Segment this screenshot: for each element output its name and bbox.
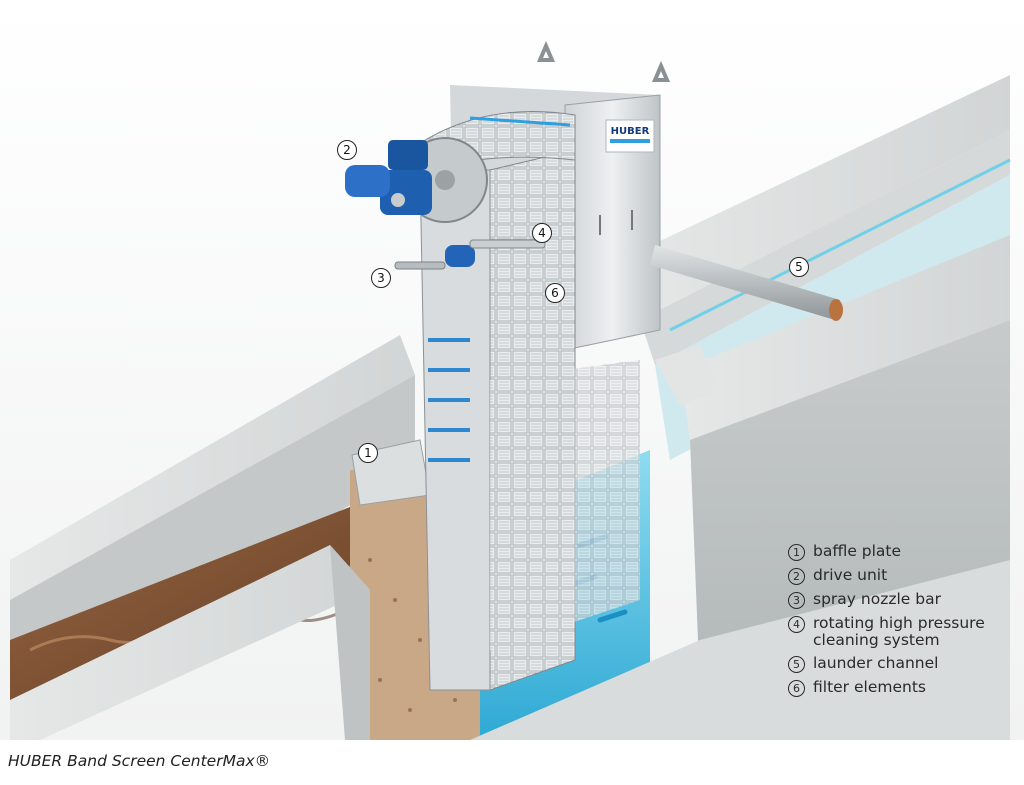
legend-number: 3 [788,592,805,609]
legend-item: 1 baffle plate [788,543,985,561]
band-screen-illustration: HUBER [0,0,1024,740]
legend-number: 6 [788,680,805,697]
marker-spray-nozzle-bar: 3 [371,268,391,288]
legend-number: 5 [788,656,805,673]
legend-label: drive unit [813,566,888,584]
legend-label: launder channel [813,654,939,672]
legend-label: spray nozzle bar [813,590,941,608]
legend-number: 4 [788,616,805,633]
legend-item: 3 spray nozzle bar [788,591,985,609]
marker-cleaning-system: 4 [532,223,552,243]
marker-filter-elements: 6 [545,283,565,303]
legend-label: filter elements [813,678,926,696]
legend-item: 2 drive unit [788,567,985,585]
marker-launder-channel: 5 [789,257,809,277]
marker-baffle-plate: 1 [358,443,378,463]
legend-item: 6 filter elements [788,679,985,697]
legend-item: 4 rotating high pressure cleaning system [788,615,985,649]
legend-label: rotating high pressure cleaning system [813,614,985,649]
legend: 1 baffle plate 2 drive unit 3 spray nozz… [788,543,985,703]
legend-number: 2 [788,568,805,585]
figure-caption: HUBER Band Screen CenterMax® [8,752,271,770]
legend-item: 5 launder channel [788,655,985,673]
legend-number: 1 [788,544,805,561]
huber-logo-text: HUBER [611,126,650,137]
legend-label: baffle plate [813,542,902,560]
marker-drive-unit: 2 [337,140,357,160]
